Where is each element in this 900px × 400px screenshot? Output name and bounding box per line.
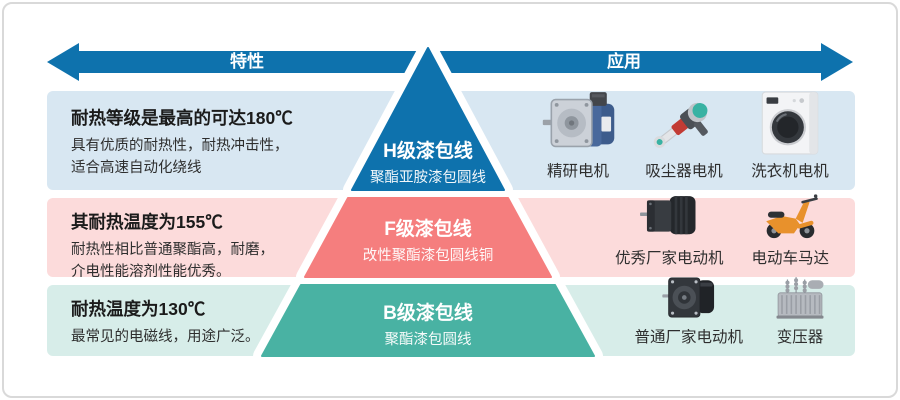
transformer-icon [776, 277, 824, 319]
tier-material: 改性聚酯漆包圆线铜 [362, 248, 494, 264]
feature-block-b: 耐热温度为130℃ 最常见的电磁线，用途广泛。 [47, 285, 376, 356]
washing-machine-icon [761, 91, 819, 155]
application-item: 洗衣机电机 [751, 91, 829, 181]
feature-line: 适合高速自动化绕线 [71, 160, 202, 176]
application-label: 精研电机 [546, 163, 609, 180]
right-arrowhead-icon [821, 43, 853, 81]
electric-scooter-icon [765, 194, 818, 239]
tier-name: H级漆包线 [383, 141, 473, 162]
feature-block-h: 耐热等级是最高的可达180℃ 具有优质的耐热性，耐热冲击性， 适合高速自动化绕线 [47, 91, 376, 190]
tier-label-f: F级漆包线 改性聚酯漆包圆线铜 [308, 214, 548, 265]
vacuum-cleaner-icon [653, 102, 708, 148]
applications-block-f: 优秀厂家电动机 电动车马达 [615, 194, 855, 277]
arrow-shaft [79, 51, 821, 73]
tier-label-h: H级漆包线 聚酯亚胺漆包圆线 [308, 136, 548, 187]
application-label: 电动车马达 [751, 250, 829, 267]
feature-line: 耐热性相比普通聚酯高，耐磨， [71, 242, 274, 258]
feature-block-f: 其耐热温度为155℃ 耐热性相比普通聚酯高，耐磨， 介电性能溶剂性能优秀。 [47, 198, 376, 280]
tier-material: 聚酯亚胺漆包圆线 [370, 170, 486, 186]
applications-block-h: 精研电机 吸尘器电机 [539, 91, 855, 190]
tier-name: B级漆包线 [383, 303, 473, 324]
feature-title: 耐热温度为130℃ [71, 299, 206, 319]
feature-line: 具有优质的耐热性，耐热冲击性， [71, 138, 289, 154]
application-item: 精研电机 [539, 91, 617, 181]
features-arrow-label: 特性 [230, 52, 264, 71]
application-label: 普通厂家电动机 [634, 329, 743, 346]
application-label: 优秀厂家电动机 [614, 250, 724, 267]
application-item: 变压器 [771, 274, 829, 347]
left-arrowhead-icon [47, 43, 79, 81]
application-label: 变压器 [776, 329, 824, 346]
precision-motor-icon [542, 92, 615, 148]
feature-title: 耐热等级是最高的可达180℃ [71, 108, 293, 128]
feature-line: 最常见的电磁线，用途广泛。 [71, 329, 260, 345]
application-label: 吸尘器电机 [645, 163, 723, 180]
application-item: 普通厂家电动机 [634, 274, 743, 347]
tier-material: 聚酯漆包圆线 [384, 332, 472, 348]
applications-arrow-label: 应用 [607, 52, 641, 71]
applications-block-b: 普通厂家电动机 变压器 [634, 277, 855, 356]
application-item: 优秀厂家电动机 [614, 190, 724, 268]
gear-motor-icon [639, 196, 696, 235]
feature-title: 其耐热温度为155℃ [71, 212, 223, 232]
feature-line: 介电性能溶剂性能优秀。 [71, 264, 231, 280]
standard-motor-icon [662, 277, 714, 318]
application-item: 吸尘器电机 [645, 91, 723, 181]
tier-name: F级漆包线 [384, 219, 472, 240]
tier-label-b: B级漆包线 聚酯漆包圆线 [308, 298, 548, 349]
application-label: 洗衣机电机 [751, 163, 829, 180]
application-item: 电动车马达 [751, 190, 829, 268]
